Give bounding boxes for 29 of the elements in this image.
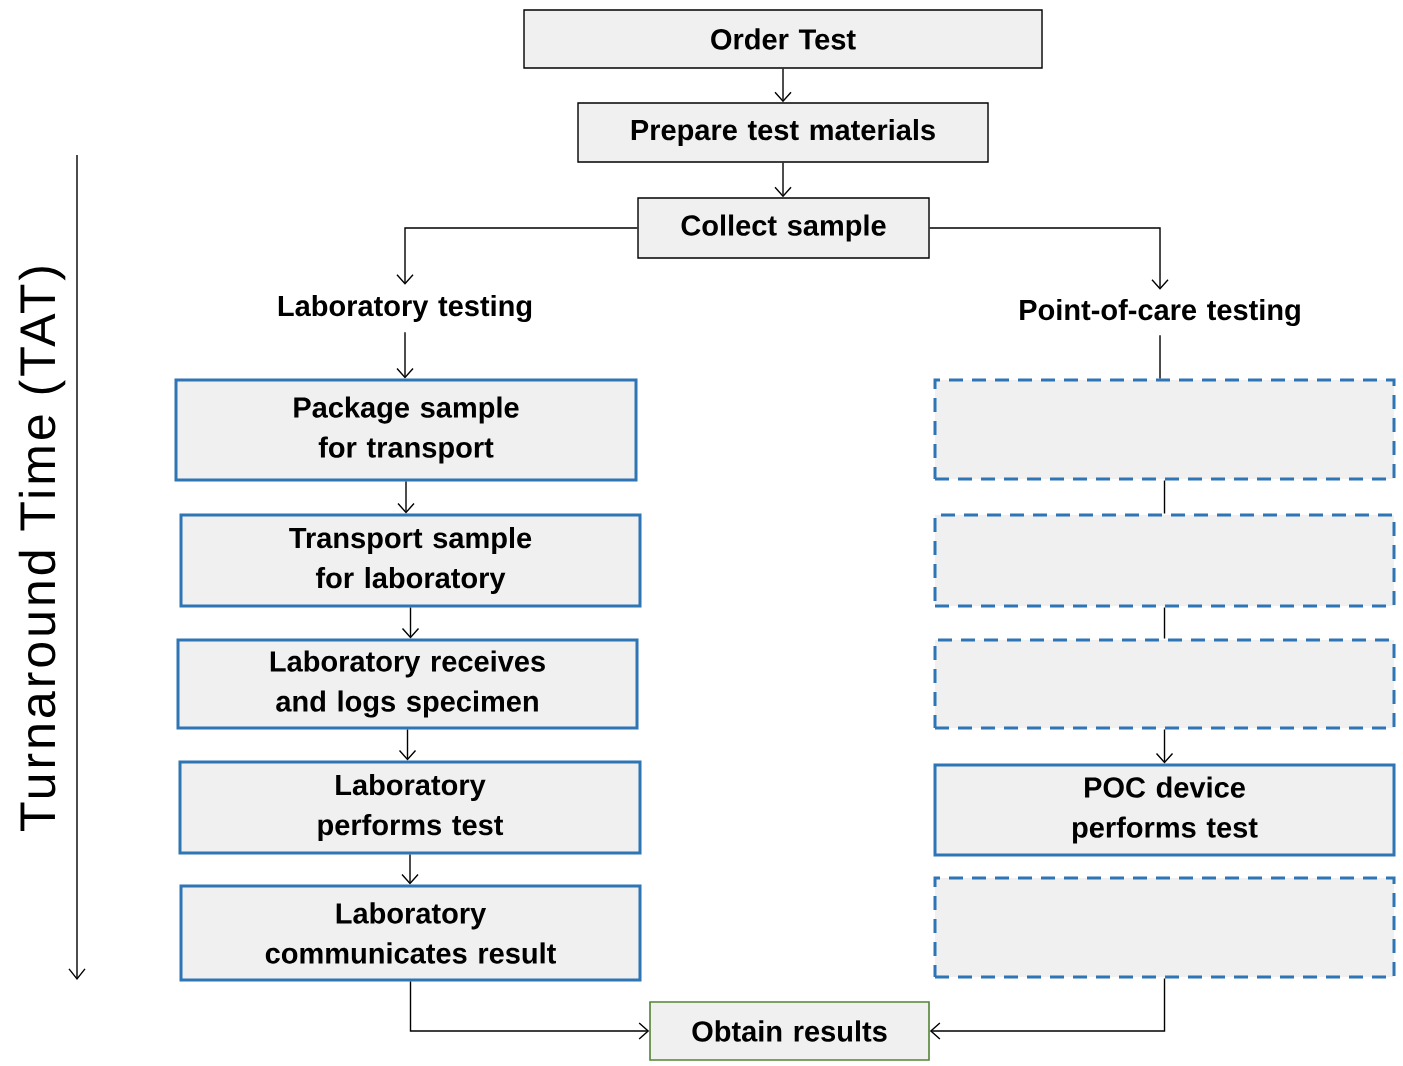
arrow bbox=[401, 853, 419, 885]
arrow bbox=[396, 331, 414, 379]
process-box: Laboratory communicates result bbox=[179, 884, 642, 982]
dashed-box bbox=[933, 378, 1396, 481]
process-box: Collect sample bbox=[637, 197, 930, 259]
arrow bbox=[929, 227, 1169, 290]
arrow bbox=[774, 162, 792, 198]
branch-heading: Laboratory testing bbox=[278, 294, 532, 323]
dashed-box bbox=[933, 513, 1396, 608]
arrow bbox=[396, 227, 638, 285]
arrow bbox=[401, 606, 420, 639]
axis-title: Turnaround Time (TAT) bbox=[18, 267, 66, 831]
dashed-box bbox=[933, 638, 1396, 730]
process-box: Transport sample for laboratory bbox=[179, 513, 642, 608]
dashed-box bbox=[933, 876, 1396, 979]
process-box: Prepare test materials bbox=[577, 102, 989, 163]
process-box: Laboratory receives and logs specimen bbox=[176, 638, 639, 730]
arrow bbox=[397, 480, 415, 514]
process-box: Order Test bbox=[523, 9, 1043, 69]
branch-heading: Point-of-care testing bbox=[1020, 298, 1300, 327]
arrow bbox=[774, 68, 792, 103]
arrow bbox=[409, 980, 650, 1040]
process-box: Package sample for transport bbox=[174, 378, 638, 482]
result-box: Obtain results bbox=[649, 1001, 930, 1061]
arrow bbox=[398, 728, 417, 761]
arrow bbox=[929, 977, 1166, 1040]
process-box: POC device performs test bbox=[933, 763, 1396, 857]
arrow bbox=[1155, 728, 1174, 764]
process-box: Laboratory performs test bbox=[178, 760, 642, 855]
